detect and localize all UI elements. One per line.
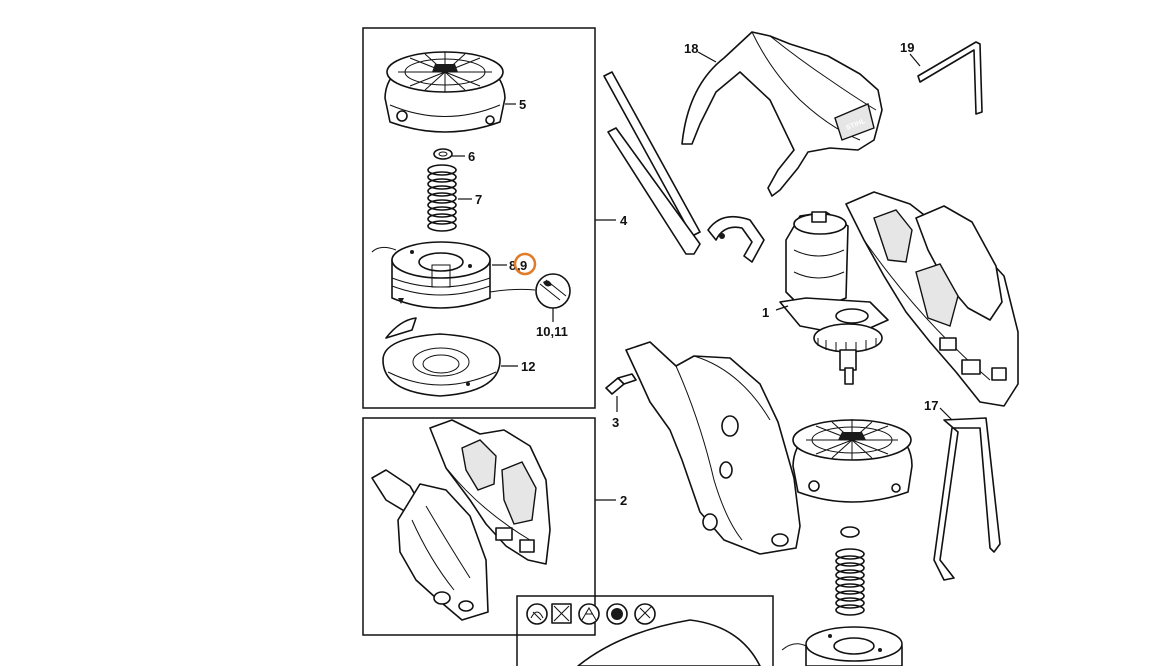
callout-7: 7 <box>475 192 482 207</box>
spool-cap-part-2[interactable] <box>792 419 913 503</box>
spring-part[interactable] <box>427 164 457 232</box>
callout-12: 12 <box>521 359 535 374</box>
spring-part-2[interactable] <box>835 548 865 616</box>
screw-part[interactable] <box>605 373 637 395</box>
callout-19: 19 <box>900 40 914 55</box>
spool-cap-part[interactable] <box>384 51 506 133</box>
line-spool-part[interactable] <box>371 241 536 309</box>
highlight-ring <box>513 252 537 276</box>
motor-housing-part[interactable] <box>845 191 1019 407</box>
assembly-box-bottom <box>516 595 774 666</box>
safety-glasses-part[interactable]: STIHL <box>681 31 883 197</box>
assembly-box-4 <box>362 27 596 409</box>
line-spool-part-2[interactable] <box>781 626 903 666</box>
callout-4: 4 <box>620 213 628 228</box>
spool-housing-part[interactable] <box>382 317 501 397</box>
callout-9: 9 <box>520 258 527 273</box>
callout-3: 3 <box>612 415 619 430</box>
callout-separator: , <box>517 258 521 273</box>
callout-17: 17 <box>924 398 938 413</box>
callout-2: 2 <box>620 493 627 508</box>
retaining-clip-part-2[interactable] <box>840 526 860 538</box>
callout-1: 1 <box>762 305 769 320</box>
housing-front-part[interactable] <box>625 341 801 555</box>
housing-kit-part[interactable] <box>371 419 551 621</box>
callout-18: 18 <box>684 41 698 56</box>
hex-key-part[interactable] <box>917 41 983 115</box>
motor-part[interactable] <box>779 211 889 385</box>
trimmer-body-partial <box>577 619 761 666</box>
safety-pictograms <box>526 603 656 625</box>
trimmer-line-detail[interactable] <box>535 273 571 309</box>
assembly-box-2 <box>362 417 596 636</box>
callout-8: 8 <box>509 258 516 273</box>
callout-10-11: 10,11 <box>536 324 568 339</box>
callout-6: 6 <box>468 149 475 164</box>
retaining-clip-part[interactable] <box>433 148 453 160</box>
shaft-part[interactable] <box>603 71 765 263</box>
wire-bracket-part[interactable] <box>933 417 1001 581</box>
callout-5: 5 <box>519 97 526 112</box>
